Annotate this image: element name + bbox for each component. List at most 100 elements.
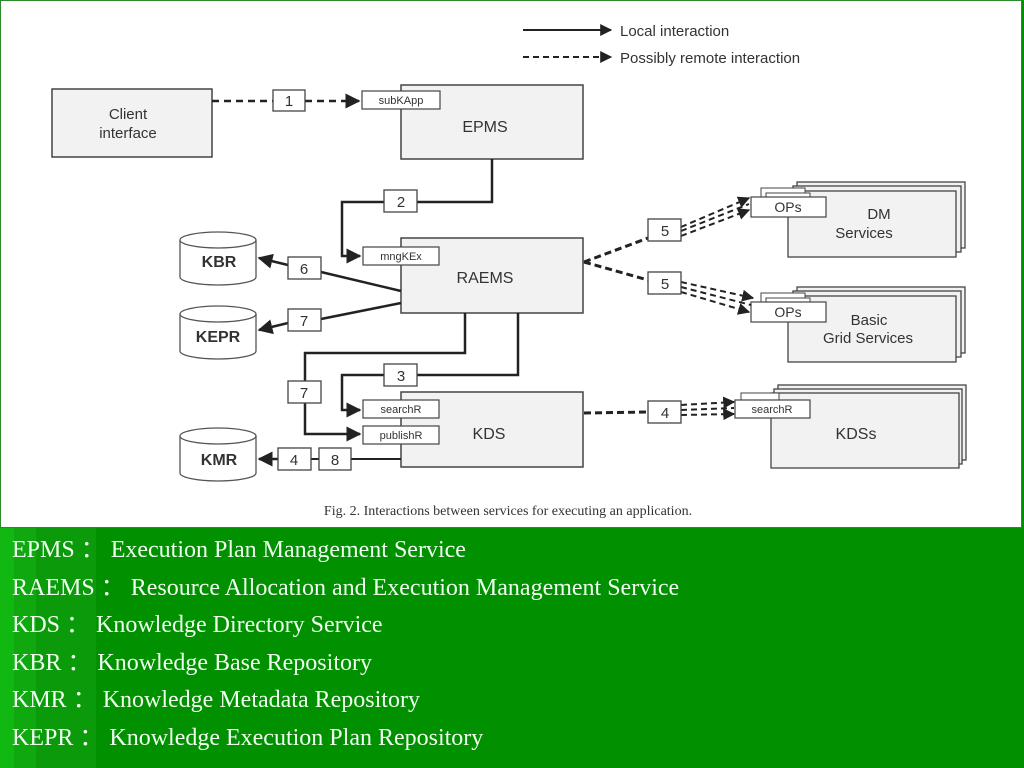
svg-text:publishR: publishR [380, 430, 423, 442]
edge-raems-step5-grid [583, 260, 649, 282]
definition-epms: EPMS：Execution Plan Management Service [12, 532, 679, 570]
edge-raems-step7-kds [303, 313, 467, 381]
svg-text:3: 3 [397, 368, 405, 385]
definition-abbr: KMR [12, 687, 67, 714]
edges-step5-grid-fanout [680, 281, 755, 315]
svg-text:KDSs: KDSs [836, 426, 877, 443]
dm-services-node: DM Services OPs [750, 181, 966, 258]
subkapp-port [361, 90, 441, 110]
edge-step3-kds [340, 373, 384, 418]
client-interface-node: Client interface [51, 88, 213, 158]
svg-text:Basic: Basic [851, 312, 888, 329]
ops-port-dm [750, 196, 827, 218]
step-8-badge: 8 [318, 447, 352, 471]
kepr-repository: KEPR [179, 305, 257, 360]
svg-text:4: 4 [661, 405, 669, 422]
definition-text: Execution Plan Management Service [110, 537, 466, 563]
svg-text:2: 2 [397, 194, 405, 211]
svg-text:4: 4 [290, 452, 298, 469]
definition-raems: RAEMS：Resource Allocation and Execution … [12, 570, 679, 608]
kbr-repository: KBR [179, 231, 257, 286]
definition-separator: ： [72, 687, 97, 714]
svg-text:searchR: searchR [381, 404, 422, 416]
definition-kmr: KMR：Knowledge Metadata Repository [12, 682, 679, 720]
svg-text:OPs: OPs [774, 304, 801, 320]
edge-step7-kepr [257, 319, 289, 335]
definition-kepr: KEPR：Knowledge Execution Plan Repository [12, 720, 679, 758]
remote-kdss-node: KDSs searchR [734, 384, 967, 469]
svg-text:KEPR: KEPR [196, 329, 241, 346]
step-6-badge: 6 [287, 256, 322, 280]
step-5-grid-badge: 5 [647, 271, 682, 295]
definition-text: Resource Allocation and Execution Manage… [130, 574, 680, 601]
svg-text:KDS: KDS [473, 426, 506, 443]
edge-kds-step4-remote [583, 410, 649, 415]
svg-text:8: 8 [331, 452, 339, 469]
svg-text:subKApp: subKApp [379, 95, 424, 107]
svg-text:mngKEx: mngKEx [380, 251, 422, 263]
svg-text:interface: interface [99, 125, 157, 142]
step-4-remote-badge: 4 [647, 400, 682, 424]
edge-raems-step6 [320, 270, 402, 293]
ops-port-grid [750, 301, 827, 323]
edges-step5-dm-fanout [680, 196, 751, 237]
definition-separator: ： [67, 649, 92, 676]
step-2-badge: 2 [383, 189, 418, 213]
definition-kds: KDS：Knowledge Directory Service [12, 607, 679, 645]
definition-text: Knowledge Base Repository [97, 649, 372, 676]
definition-separator: ： [79, 724, 104, 751]
definition-abbr: RAEMS [12, 574, 95, 601]
svg-text:KMR: KMR [201, 452, 238, 469]
svg-text:Services: Services [835, 225, 893, 242]
svg-text:Grid Services: Grid Services [823, 330, 913, 347]
svg-text:1: 1 [285, 93, 293, 110]
definition-kbr: KBR：Knowledge Base Repository [12, 645, 679, 683]
legend-remote-label: Possibly remote interaction [620, 50, 800, 67]
svg-text:7: 7 [300, 385, 308, 402]
definition-text: Knowledge Metadata Repository [102, 687, 420, 714]
publishr-port [362, 425, 440, 445]
edge-epms-step2 [417, 159, 494, 204]
kmr-repository: KMR [179, 427, 257, 482]
legend: Local interaction Possibly remote intera… [523, 23, 800, 67]
decorative-stripe [0, 528, 14, 768]
diagram-panel: Local interaction Possibly remote intera… [0, 0, 1022, 528]
epms-node: EPMS subKApp [361, 84, 584, 160]
acronym-definitions: EPMS：Execution Plan Management Service R… [12, 532, 679, 758]
svg-text:EPMS: EPMS [462, 119, 507, 136]
step-5-dm-badge: 5 [647, 218, 682, 242]
step-7-kepr-badge: 7 [287, 308, 322, 332]
raems-node: RAEMS mngKEx [362, 237, 584, 314]
edge-raems-step3 [417, 313, 520, 377]
svg-text:Client: Client [109, 106, 148, 123]
svg-text:5: 5 [661, 223, 669, 240]
edge-raems-step7 [320, 301, 402, 321]
svg-text:5: 5 [661, 276, 669, 293]
definition-abbr: KEPR [12, 724, 74, 751]
edges-step4-remote-fanout [680, 396, 736, 421]
step-3-badge: 3 [383, 363, 418, 387]
mngkex-port [362, 246, 440, 266]
definition-separator: ： [80, 537, 105, 563]
definition-text: Knowledge Execution Plan Repository [109, 724, 484, 751]
svg-text:7: 7 [300, 313, 308, 330]
step-4-kmr-badge: 4 [277, 447, 312, 471]
svg-text:KBR: KBR [202, 254, 237, 271]
definition-separator: ： [100, 574, 125, 601]
legend-local-label: Local interaction [620, 23, 729, 40]
svg-text:OPs: OPs [774, 199, 801, 215]
edge-step6-kbr [257, 253, 289, 269]
definition-text: Knowledge Directory Service [96, 612, 383, 639]
edge-step2-raems [340, 200, 384, 264]
searchr-port [362, 399, 440, 419]
svg-text:RAEMS: RAEMS [457, 270, 514, 287]
decorative-stripe [36, 528, 96, 768]
edge-step7-publishr [303, 403, 362, 442]
step-1-badge: 1 [272, 89, 306, 112]
definition-separator: ： [66, 612, 91, 639]
definition-abbr: KBR [12, 649, 62, 676]
interaction-diagram: Local interaction Possibly remote intera… [51, 23, 967, 519]
definition-abbr: EPMS [12, 537, 75, 563]
svg-text:6: 6 [300, 261, 308, 278]
figure-caption: Fig. 2. Interactions between services fo… [324, 504, 692, 519]
